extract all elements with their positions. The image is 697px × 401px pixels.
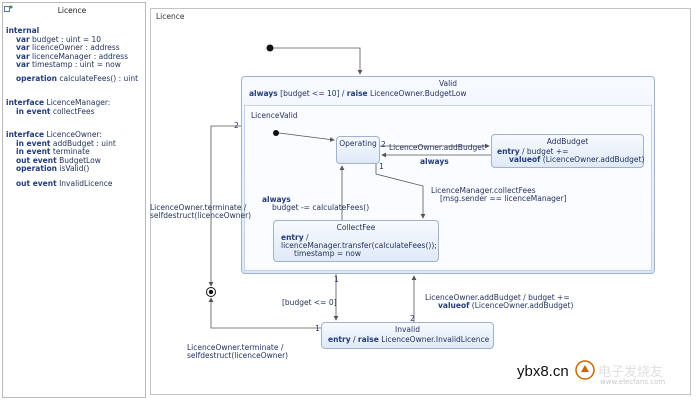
event-terminate: in event terminate [16, 147, 90, 157]
wire-invalid-to-final [208, 297, 321, 329]
wire-valid-to-final [208, 125, 241, 287]
canvas-title: Licence [156, 12, 185, 21]
label-budget-guard: [budget <= 0] [282, 298, 337, 307]
var-budget: var budget : uint = 10 [16, 34, 102, 44]
state-invalid[interactable] [321, 322, 494, 349]
event-collect-fees: in event collectFees [16, 106, 95, 116]
label-addbudget-valueof: valueof (LicenceOwner.addBudget) [438, 301, 574, 310]
priority-invalid-2: 2 [410, 314, 415, 323]
state-collect-fee-entry: entry / [281, 233, 309, 242]
label-always-kw: always [262, 195, 291, 204]
priority-operating-1: 1 [379, 162, 384, 171]
label-op-to-add: LicenceOwner.addBudget [389, 143, 485, 152]
state-collect-fee-timestamp: timestamp = now [294, 249, 361, 258]
wire-initial-to-valid [273, 47, 363, 75]
state-invalid-name: Invalid [395, 325, 420, 334]
final-node-core [208, 289, 214, 295]
priority-operating-2: 2 [381, 140, 386, 149]
internal-keyword: internal [6, 26, 40, 35]
initial-node-top [266, 44, 274, 52]
watermark-right-cn: 电子发烧友 [598, 365, 664, 380]
interface-licence-manager: interface LicenceManager: [6, 98, 111, 107]
state-operating-name: Operating [339, 139, 377, 148]
initial-node-inner [273, 130, 279, 136]
label-collect: LicenceManager.collectFees [431, 186, 536, 195]
priority-invalid-1: 1 [315, 324, 320, 333]
definition-panel [2, 2, 146, 398]
state-add-budget-valueof: valueof (LicenceOwner.addBudget) [509, 155, 645, 164]
event-invalid-licence: out event InvalidLicence [16, 179, 113, 188]
watermark-right-url: www.elecfans.com [600, 378, 666, 386]
label-always-text: budget -= calculateFees() [272, 203, 370, 212]
var-licence-manager: var licenceManager : address [16, 51, 129, 61]
wire-initial-to-operating [278, 132, 335, 142]
label-addbudget: LicenceOwner.addBudget / budget += [425, 293, 570, 302]
priority-valid-1: 1 [334, 275, 339, 284]
label-collect-guard: [msg.sender == licenceManager] [440, 194, 567, 203]
state-invalid-entry: entry / raise LicenceOwner.InvalidLicenc… [328, 335, 490, 344]
region-licence-valid [244, 105, 652, 271]
state-collect-fee-transfer: licenceManager.transfer(calculateFees())… [281, 241, 437, 250]
interface-licence-owner: interface LicenceOwner: [6, 130, 102, 139]
watermark-left: ybx8.cn [517, 363, 569, 380]
region-name: LicenceValid [251, 111, 298, 120]
label-add-to-op: always [420, 157, 449, 166]
state-add-budget-name: AddBudget [546, 137, 589, 146]
state-valid-always: always [budget <= 10] / raise LicenceOwn… [249, 89, 467, 98]
state-operating[interactable] [336, 136, 380, 164]
label-terminate-bottom2: selfdestruct(licenceOwner) [187, 351, 289, 360]
label-terminate-left2: selfdestruct(licenceOwner) [150, 211, 252, 220]
elecfans-logo-icon [575, 360, 595, 380]
var-licence-owner: var licenceOwner : address [16, 43, 120, 53]
operation-calculate-fees: operation calculateFees() : uint [16, 74, 139, 83]
state-collect-fee[interactable] [273, 220, 439, 262]
label-terminate-left: LicenceOwner.terminate / [150, 203, 247, 212]
operation-is-valid: operation isValid() [16, 164, 90, 174]
state-valid-name: Valid [438, 79, 458, 88]
state-add-budget-entry: entry / budget += [497, 147, 569, 156]
label-terminate-bottom: LicenceOwner.terminate / [187, 343, 284, 352]
state-collect-fee-name: CollectFee [336, 223, 376, 232]
panel-title: Licence [57, 6, 87, 15]
state-add-budget[interactable] [491, 134, 644, 168]
event-budget-low: out event BudgetLow [16, 155, 101, 165]
wire-operating-to-collectfee [375, 164, 426, 219]
event-add-budget: in event addBudget : uint [16, 138, 116, 148]
var-timestamp: var timestamp : uint = now [16, 60, 121, 70]
priority-valid-2: 2 [234, 121, 239, 130]
statechart-icon [4, 5, 13, 12]
